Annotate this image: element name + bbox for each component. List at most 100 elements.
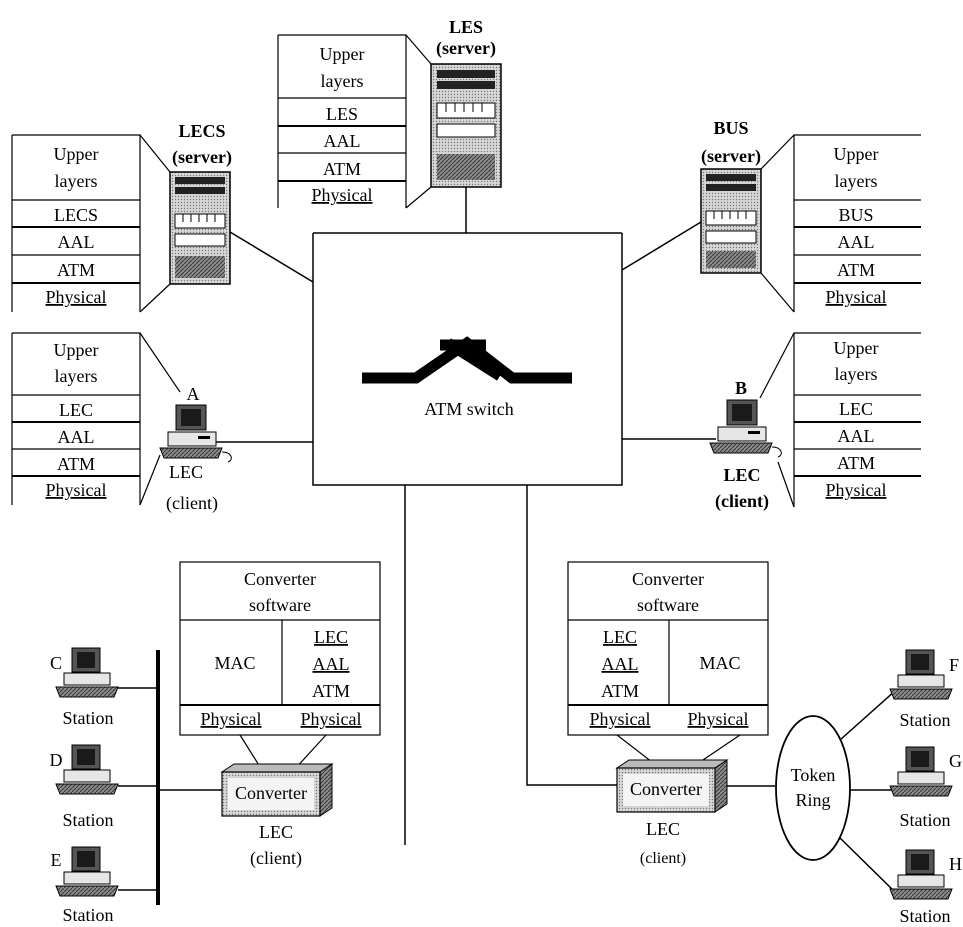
station-h-letter: H <box>949 854 962 874</box>
client-a-role: LEC <box>169 462 203 482</box>
station-d-letter: D <box>50 750 63 770</box>
client-b-stack-upper: Upper <box>834 338 879 358</box>
client-a-letter: A <box>187 384 200 404</box>
left-converter-atm: ATM <box>312 681 350 701</box>
client-b-stack: Upper layers LEC AAL ATM Physical <box>760 333 921 507</box>
client-a-sub: (client) <box>166 493 218 514</box>
token-ring-label-1: Token <box>791 765 836 785</box>
lecs-stack-upper: Upper <box>54 144 99 164</box>
les-role: (server) <box>436 38 496 59</box>
left-converter-box-label: Converter <box>235 783 307 803</box>
computer-a-icon <box>160 405 231 462</box>
left-converter-phys-2: Physical <box>301 709 362 729</box>
station-f-computer-icon <box>890 650 952 699</box>
bus-stack-physical: Physical <box>826 287 887 307</box>
right-converter-header-2: software <box>637 595 699 615</box>
les-stack-atm: ATM <box>323 159 361 179</box>
les-stack-layers: layers <box>321 71 364 91</box>
left-converter-mac: MAC <box>214 653 255 673</box>
right-converter-stack: Converter software LEC AAL ATM MAC Physi… <box>568 562 768 762</box>
lecs-role: (server) <box>172 147 232 168</box>
left-converter-lec: LEC <box>314 627 348 647</box>
lecs-stack-atm: ATM <box>57 260 95 280</box>
atm-switch: ATM switch <box>313 233 622 485</box>
station-g: G Station <box>890 747 962 830</box>
right-converter-header-1: Converter <box>632 569 704 589</box>
client-a-stack-upper: Upper <box>54 340 99 360</box>
client-b-stack-layers: layers <box>835 364 878 384</box>
les-server-icon <box>431 64 501 187</box>
bus-title: BUS <box>713 118 748 138</box>
client-a-stack: Upper layers LEC AAL ATM Physical <box>12 333 180 505</box>
left-converter-stack: Converter software MAC LEC AAL ATM Physi… <box>180 562 380 770</box>
client-b-letter: B <box>735 378 747 398</box>
lecs-title: LECS <box>178 121 225 141</box>
switch-label: ATM switch <box>424 399 514 419</box>
station-d-computer-icon <box>56 745 118 794</box>
station-c: C Station <box>50 648 158 728</box>
client-a-stack-layers: layers <box>55 366 98 386</box>
client-a: Upper layers LEC AAL ATM Physical A LEC … <box>12 333 313 514</box>
left-converter-aal: AAL <box>313 654 350 674</box>
bus-server: BUS (server) Upper layers BUS AAL ATM Ph… <box>622 118 921 312</box>
bus-stack-aal: AAL <box>838 232 875 252</box>
station-e-computer-icon <box>56 847 118 896</box>
bus-server-icon <box>701 169 761 273</box>
client-a-stack-aal: AAL <box>58 427 95 447</box>
station-f-letter: F <box>949 655 959 675</box>
client-b-stack-aal: AAL <box>838 426 875 446</box>
client-b-stack-lec: LEC <box>839 399 873 419</box>
bus-stack-atm: ATM <box>837 260 875 280</box>
computer-b-icon <box>710 400 781 457</box>
client-b-stack-atm: ATM <box>837 453 875 473</box>
station-g-letter: G <box>949 751 962 771</box>
right-converter-phys-2: Physical <box>688 709 749 729</box>
station-e: E Station <box>51 847 159 925</box>
station-e-label: Station <box>62 905 113 925</box>
left-converter-header-2: software <box>249 595 311 615</box>
lecs-stack-physical: Physical <box>46 287 107 307</box>
token-ring: Token Ring <box>776 716 850 860</box>
les-stack-upper: Upper <box>320 44 365 64</box>
right-converter-lec: LEC <box>603 627 637 647</box>
les-protocol-stack: Upper layers LES AAL ATM Physical <box>278 35 431 208</box>
lecs-server-icon <box>170 172 230 284</box>
station-g-computer-icon <box>890 747 952 796</box>
right-converter-phys-1: Physical <box>590 709 651 729</box>
station-d: D Station <box>50 745 159 830</box>
les-title: LES <box>449 17 483 37</box>
bus-protocol-stack: Upper layers BUS AAL ATM Physical <box>761 135 921 312</box>
station-h-computer-icon <box>890 850 952 899</box>
lecs-stack-lecs: LECS <box>54 205 98 225</box>
station-d-label: Station <box>62 810 113 830</box>
client-a-stack-atm: ATM <box>57 454 95 474</box>
right-converter-device: Converter LEC (client) <box>617 760 727 867</box>
client-a-stack-physical: Physical <box>46 480 107 500</box>
station-h: H Station <box>890 850 962 926</box>
station-g-label: Station <box>899 810 950 830</box>
right-converter-box-label: Converter <box>630 779 702 799</box>
left-converter-device: Converter LEC (client) <box>222 764 332 869</box>
lecs-server: LECS (server) Upper layers LECS AAL ATM … <box>12 121 313 312</box>
token-ring-label-2: Ring <box>795 790 830 810</box>
right-converter-role: LEC <box>646 819 680 839</box>
station-h-label: Station <box>899 906 950 926</box>
client-b: Upper layers LEC AAL ATM Physical B LEC … <box>622 333 921 512</box>
station-c-letter: C <box>50 653 62 673</box>
client-a-stack-lec: LEC <box>59 400 93 420</box>
les-stack-les: LES <box>326 104 358 124</box>
bus-stack-bus: BUS <box>838 205 873 225</box>
les-stack-aal: AAL <box>324 131 361 151</box>
bus-stack-upper: Upper <box>834 144 879 164</box>
station-e-letter: E <box>51 850 62 870</box>
right-converter-mac: MAC <box>699 653 740 673</box>
station-c-computer-icon <box>56 648 118 697</box>
left-converter-role: LEC <box>259 822 293 842</box>
client-b-sub: (client) <box>715 491 769 512</box>
station-f: F Station <box>890 650 959 730</box>
client-b-role: LEC <box>723 465 760 485</box>
right-converter-atm: ATM <box>601 681 639 701</box>
lecs-protocol-stack: Upper layers LECS AAL ATM Physical <box>12 135 170 312</box>
